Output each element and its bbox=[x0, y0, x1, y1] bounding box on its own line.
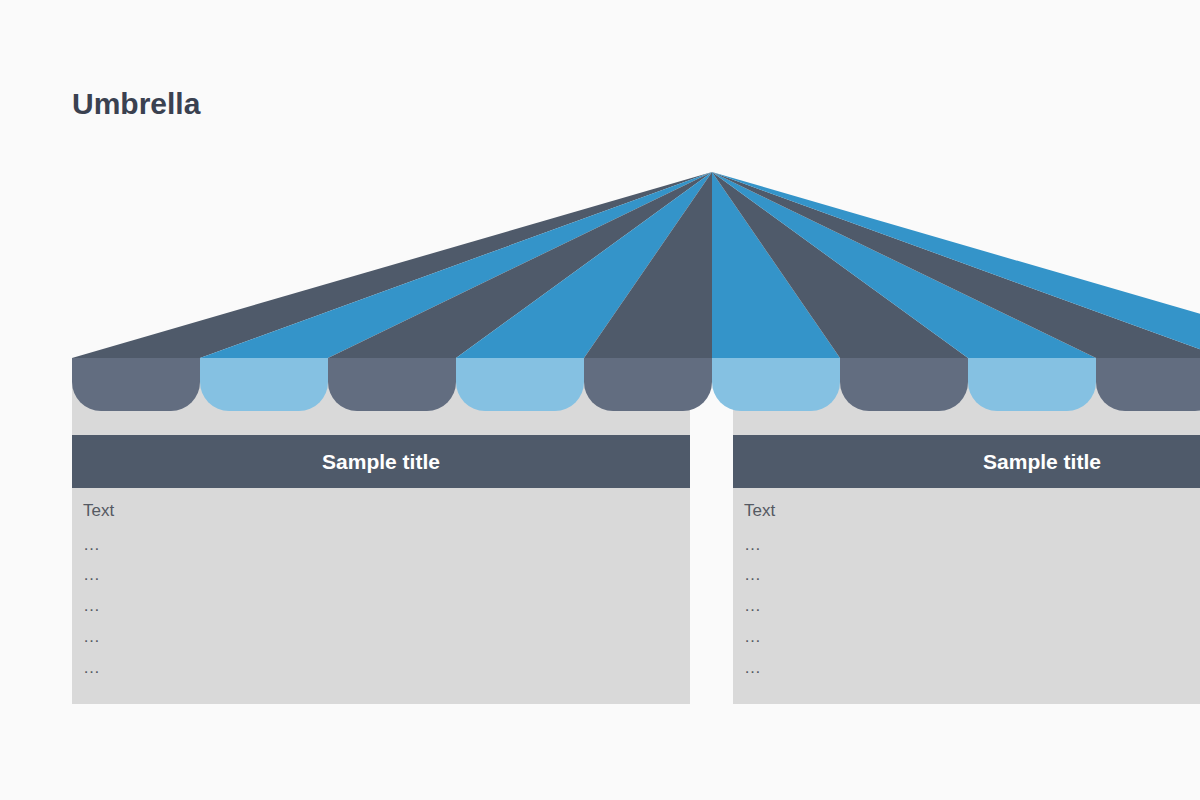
text-panel: Sample titleText … … … … … bbox=[72, 358, 690, 704]
panel-text-line: … bbox=[83, 628, 100, 646]
panel-text-line: Text bbox=[744, 502, 775, 520]
panel-text-line: … bbox=[744, 597, 761, 615]
scallop bbox=[328, 358, 456, 411]
umbrella-scallops bbox=[72, 358, 1200, 411]
panel-text-line: … bbox=[744, 536, 761, 554]
canopy-stripe bbox=[584, 172, 712, 358]
canopy-stripe bbox=[712, 172, 1096, 358]
scallop bbox=[200, 358, 328, 411]
panel-text-line: … bbox=[83, 597, 100, 615]
canopy-stripe bbox=[712, 172, 968, 358]
page-title: Umbrella bbox=[72, 86, 200, 122]
canopy-stripe bbox=[712, 172, 840, 358]
canopy-stripe bbox=[72, 172, 712, 358]
scallop bbox=[1096, 358, 1200, 411]
panel-text-line: Text bbox=[83, 502, 114, 520]
scallop bbox=[584, 358, 712, 411]
umbrella-canopy bbox=[72, 172, 1200, 358]
text-panel: Sample titleText … … … … … bbox=[733, 358, 1200, 704]
panel-title: Sample title bbox=[733, 435, 1200, 488]
panel-text-line: … bbox=[744, 566, 761, 584]
scallop bbox=[840, 358, 968, 411]
panel-title: Sample title bbox=[72, 435, 690, 488]
panel-text-line: … bbox=[83, 536, 100, 554]
panel-text-line: … bbox=[744, 659, 761, 677]
scallop bbox=[456, 358, 584, 411]
panel-text-line: … bbox=[83, 566, 100, 584]
canopy-stripe bbox=[712, 172, 1200, 358]
scallop bbox=[712, 358, 840, 411]
scallop bbox=[72, 358, 200, 411]
canopy-stripe bbox=[456, 172, 712, 358]
scallop bbox=[968, 358, 1096, 411]
canopy-stripe bbox=[328, 172, 712, 358]
panel-text-line: … bbox=[744, 628, 761, 646]
panel-text-line: … bbox=[83, 659, 100, 677]
canopy-stripe bbox=[712, 172, 1200, 358]
canopy-stripe bbox=[200, 172, 712, 358]
